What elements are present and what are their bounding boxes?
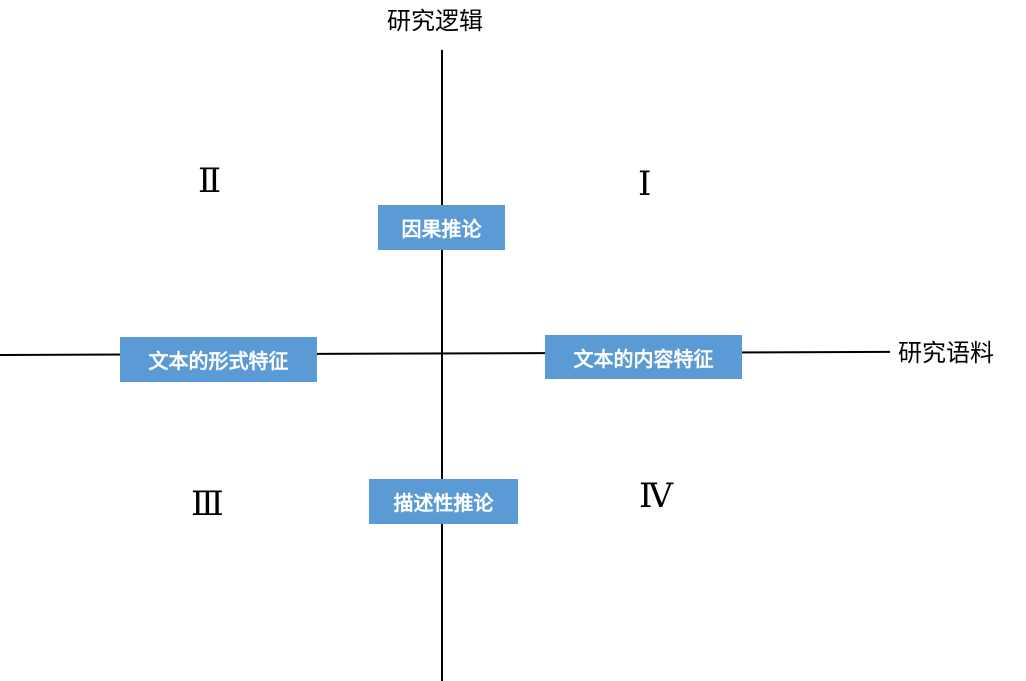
vertical-axis-title: 研究逻辑 <box>387 7 483 35</box>
descriptive-inference-box: 描述性推论 <box>369 479 518 524</box>
quadrant-label-3: Ⅲ <box>191 486 224 523</box>
vertical-axis-line <box>441 50 443 681</box>
quadrant-label-4: Ⅳ <box>639 478 673 515</box>
text-content-features-box: 文本的内容特征 <box>545 335 742 379</box>
text-form-features-box: 文本的形式特征 <box>120 337 317 382</box>
causal-inference-box: 因果推论 <box>378 205 505 250</box>
horizontal-axis-title: 研究语料 <box>898 339 994 367</box>
quadrant-label-1: Ⅰ <box>638 166 652 203</box>
quadrant-label-2: Ⅱ <box>198 163 222 200</box>
